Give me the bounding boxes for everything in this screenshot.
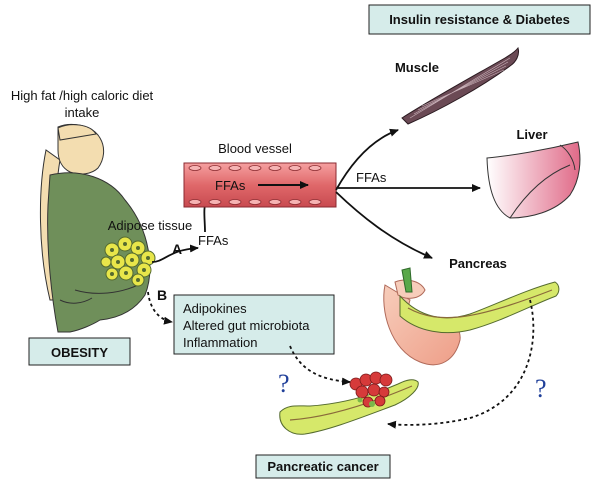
liver-label: Liver — [516, 127, 547, 142]
arrow-a — [151, 244, 199, 263]
ffas-adipose-label: FFAs — [198, 233, 229, 248]
question-mark-2: ? — [535, 374, 547, 403]
factors-box: Adipokines Altered gut microbiota Inflam… — [173, 294, 335, 355]
dashed-arrow-factors-to-cancer — [289, 345, 351, 386]
diet-label-line2: intake — [65, 105, 100, 120]
question-mark-1: ? — [278, 369, 290, 398]
insulin-resistance-label: Insulin resistance & Diabetes — [389, 12, 570, 27]
pancreatic-cancer-label: Pancreatic cancer — [267, 459, 378, 474]
factor-inflammation: Inflammation — [183, 335, 257, 350]
muscle-illustration — [401, 46, 519, 125]
obese-person-illustration — [39, 124, 156, 333]
ffas-vessel-label: FFAs — [215, 178, 246, 193]
diet-label-line1: High fat /high caloric diet — [11, 88, 154, 103]
pancreas-illustration — [383, 267, 560, 366]
arrow-to-muscle — [335, 128, 399, 191]
blood-vessel — [183, 162, 337, 208]
adipose-tissue-label: Adipose tissue — [108, 218, 193, 233]
pancreatic-cancer-box: Pancreatic cancer — [255, 454, 391, 479]
arrow-to-pancreas — [335, 191, 433, 259]
arrow-b-label: B — [157, 287, 167, 303]
factor-adipokines: Adipokines — [183, 301, 247, 316]
obesity-label: OBESITY — [51, 345, 108, 360]
dashed-arrow-b — [147, 291, 173, 325]
blood-vessel-label: Blood vessel — [218, 141, 292, 156]
insulin-resistance-box: Insulin resistance & Diabetes — [368, 4, 591, 35]
ffas-branch-label: FFAs — [356, 170, 387, 185]
dashed-arrow-pancreas-to-cancer — [387, 299, 535, 429]
arrow-a-label: A — [172, 241, 182, 257]
pancreas-label: Pancreas — [449, 256, 507, 271]
liver-illustration — [486, 141, 581, 219]
factor-gut-microbiota: Altered gut microbiota — [183, 318, 310, 333]
pancreatic-cancer-illustration — [279, 371, 419, 435]
muscle-label: Muscle — [395, 60, 439, 75]
obesity-box: OBESITY — [28, 337, 131, 366]
